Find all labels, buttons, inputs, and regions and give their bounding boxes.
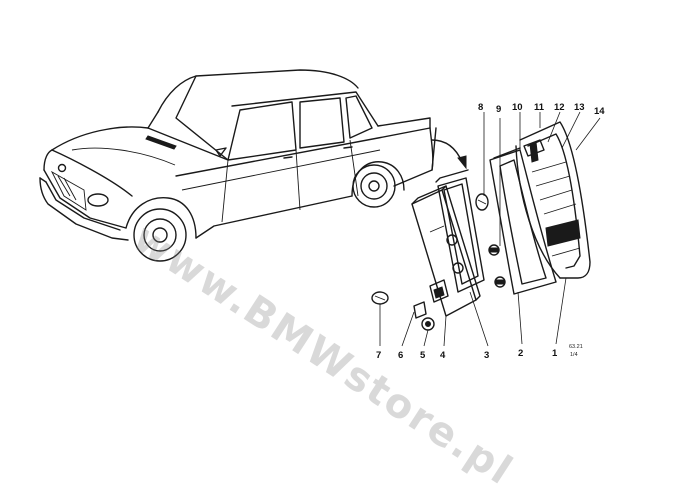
callout-labels: 8 9 10 11 12 13 14 7 6 5 4 3 2 1 — [376, 102, 605, 361]
part-3-seal — [435, 169, 485, 293]
part-5-nut — [421, 317, 435, 331]
part-6-washer — [413, 301, 427, 319]
callout-4: 4 — [440, 350, 446, 361]
part-9-screws — [488, 244, 506, 288]
reference-code: 63.21 — [569, 344, 583, 350]
parts-diagram: 8 9 10 11 12 13 14 7 6 5 4 3 2 1 63.21 1… — [39, 69, 605, 495]
part-7-bulb — [371, 291, 389, 305]
callout-6: 6 — [398, 350, 403, 361]
leader-lines — [379, 111, 601, 347]
callout-9: 9 — [496, 104, 501, 115]
callout-8: 8 — [478, 102, 483, 113]
callout-1: 1 — [552, 348, 558, 359]
direction-arrow — [431, 139, 467, 170]
callout-3: 3 — [484, 350, 489, 361]
diagram-reference: 63.21 1/4 — [569, 344, 583, 358]
part-2-gasket-frame — [489, 147, 557, 295]
callout-10: 10 — [512, 102, 523, 113]
callout-12: 12 — [554, 102, 565, 113]
part-4-base-plate — [411, 185, 481, 317]
callout-7: 7 — [376, 350, 381, 361]
part-8-bulb — [475, 193, 489, 211]
callout-2: 2 — [518, 348, 523, 359]
car-illustration — [39, 69, 437, 262]
callout-11: 11 — [534, 102, 545, 113]
reference-sheet: 1/4 — [570, 352, 578, 358]
part-13-fastener — [523, 139, 545, 163]
callout-5: 5 — [420, 350, 426, 361]
diagram-canvas: 8 9 10 11 12 13 14 7 6 5 4 3 2 1 63.21 1… — [39, 69, 605, 361]
callout-14: 14 — [594, 106, 605, 117]
callout-13: 13 — [574, 102, 585, 113]
